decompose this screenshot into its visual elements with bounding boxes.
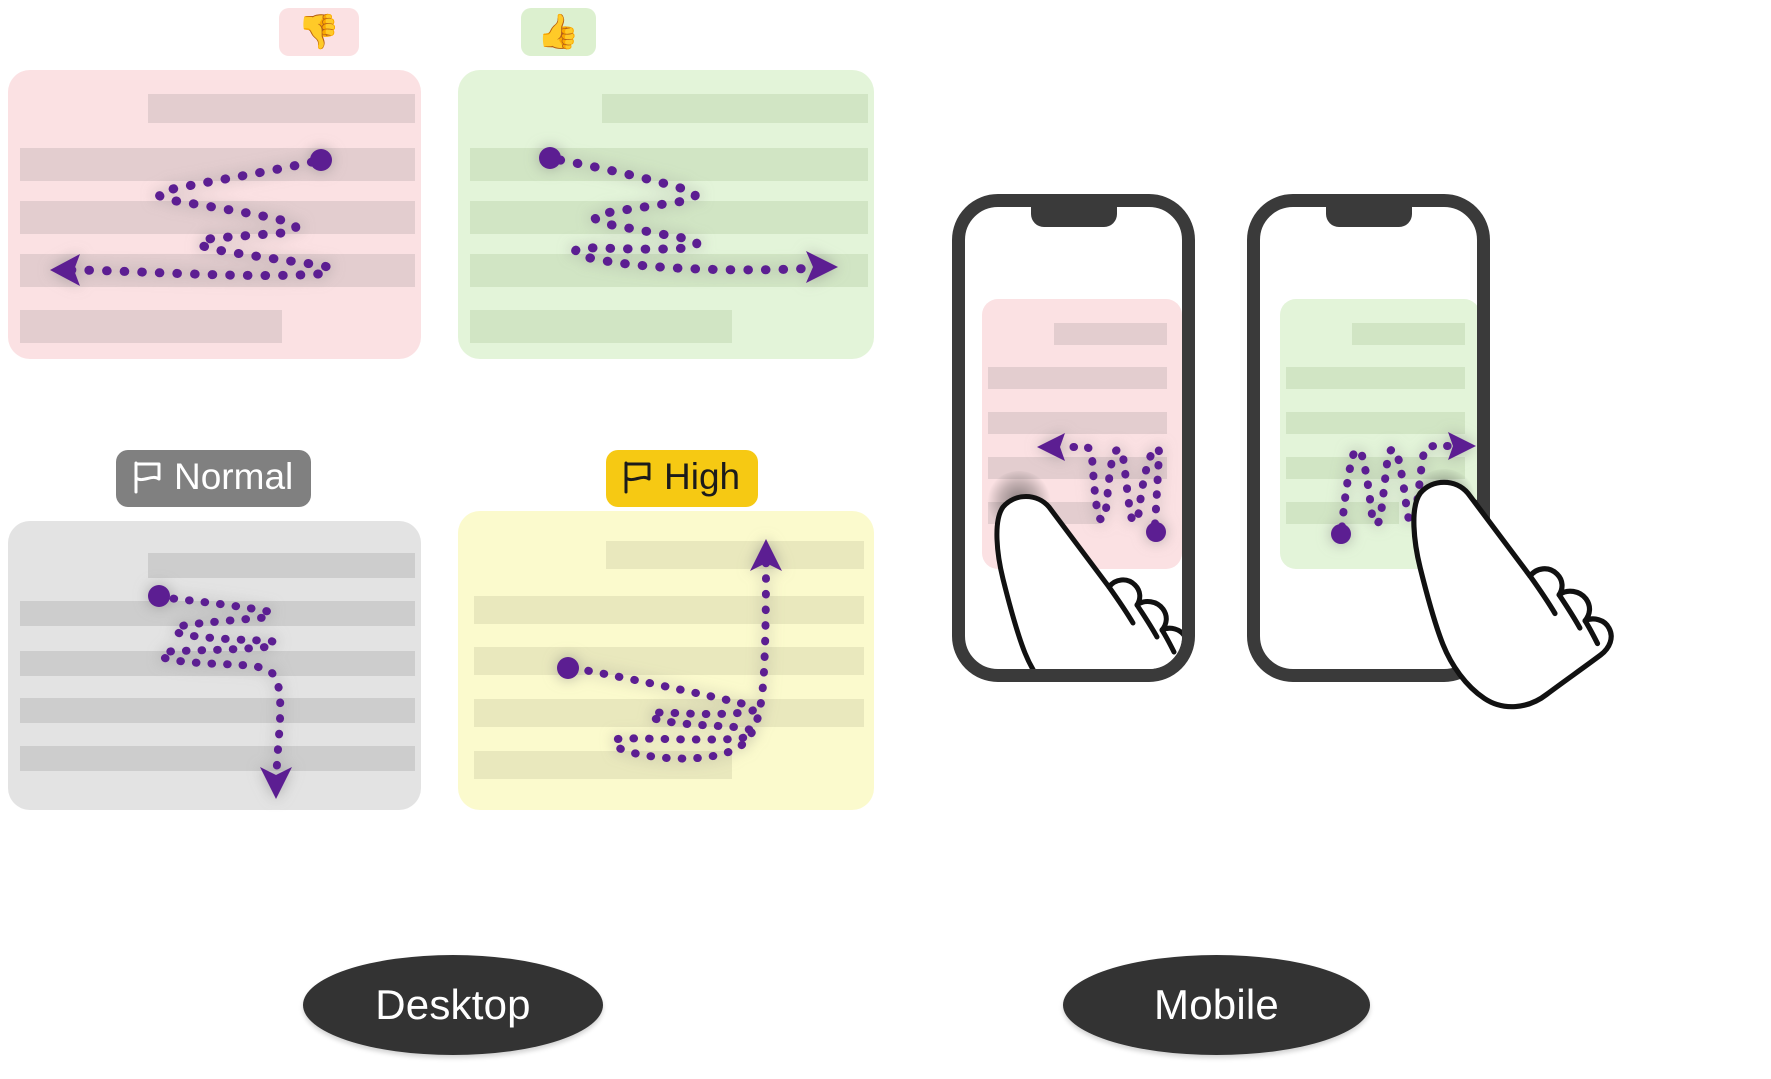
card-positive-green: [458, 70, 874, 359]
card-normal-gray: [8, 521, 421, 810]
card-row-title: [602, 94, 868, 123]
flag-icon: [620, 459, 654, 495]
card-high-yellow: [458, 511, 874, 810]
card-row: [20, 148, 415, 181]
phone-notch: [1030, 207, 1117, 227]
thumbs-up-badge: 👍: [521, 8, 596, 56]
card-row-title: [148, 94, 415, 123]
card-row-short: [470, 310, 732, 343]
card-negative-pink: [8, 70, 421, 359]
platform-label-desktop: Desktop: [303, 955, 603, 1055]
phone-card-negative: [982, 299, 1182, 569]
card-row-title: [606, 541, 864, 569]
card-row: [474, 647, 864, 675]
card-row: [20, 601, 415, 626]
priority-chip-normal[interactable]: Normal: [116, 450, 312, 507]
card-row: [988, 457, 1167, 479]
card-row-short: [1286, 502, 1399, 524]
phone-card-positive: [1280, 299, 1477, 569]
thumbs-down-badge: 👎: [279, 8, 359, 56]
card-row-title: [148, 553, 415, 578]
card-row: [474, 699, 864, 727]
card-row: [470, 201, 868, 234]
phone-positive: [1247, 194, 1490, 682]
priority-chip-label: Normal: [174, 456, 294, 497]
card-row: [474, 596, 864, 624]
platform-label-mobile: Mobile: [1063, 955, 1370, 1055]
card-row: [1286, 367, 1465, 389]
card-row-short: [474, 751, 732, 779]
phone-notch: [1325, 207, 1412, 227]
card-row: [20, 698, 415, 723]
card-row-short: [20, 310, 282, 343]
card-row-title: [1352, 323, 1465, 345]
card-row: [1286, 412, 1465, 434]
flag-icon: [130, 459, 164, 495]
card-row-short: [988, 502, 1101, 524]
card-row: [20, 201, 415, 234]
priority-chip-high[interactable]: High: [606, 450, 759, 507]
thumbs-down-emoji: 👎: [297, 13, 341, 51]
card-row: [988, 367, 1167, 389]
card-row-title: [1054, 323, 1167, 345]
card-row: [20, 254, 415, 287]
card-row: [988, 412, 1167, 434]
phone-negative: [952, 194, 1195, 682]
priority-chip-label: High: [664, 456, 741, 497]
card-row: [1286, 457, 1465, 479]
platform-label-text: Desktop: [375, 981, 531, 1028]
card-row: [20, 651, 415, 676]
card-row: [470, 254, 868, 287]
card-row: [20, 746, 415, 771]
thumbs-up-emoji: 👍: [537, 13, 580, 51]
platform-label-text: Mobile: [1154, 981, 1279, 1028]
card-row: [470, 148, 868, 181]
